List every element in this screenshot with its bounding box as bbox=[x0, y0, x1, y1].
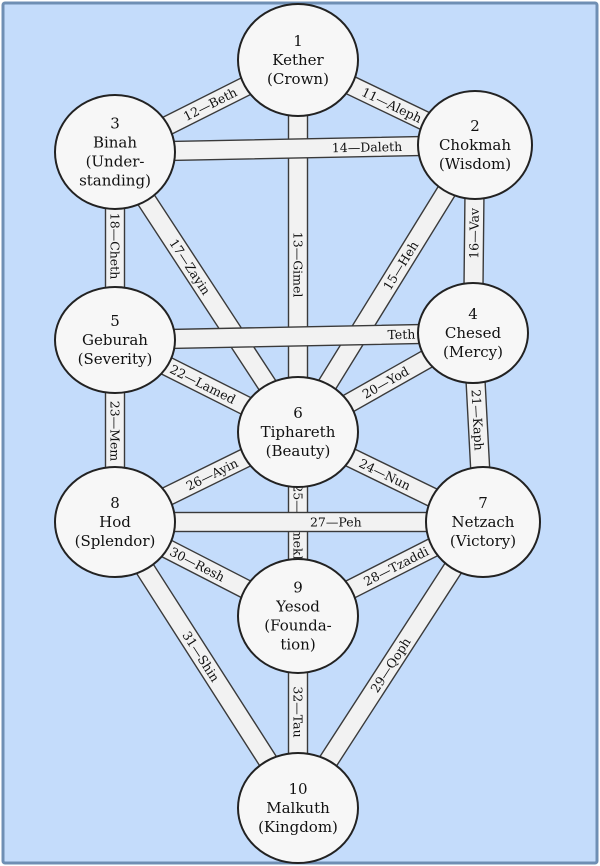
sephirah-hod-name: (Splendor) bbox=[75, 532, 156, 550]
sephirah-malkuth-circle bbox=[237, 752, 359, 864]
sephirah-geburah-name: (Severity) bbox=[78, 350, 153, 368]
sephirah-yesod-name: tion) bbox=[280, 636, 315, 654]
sephirah-hod-name: Hod bbox=[99, 513, 131, 531]
sephirah-geburah-name: Geburah bbox=[82, 331, 148, 349]
sephirah-malkuth-name: (Kingdom) bbox=[258, 818, 338, 836]
path-32-label: 32—Tau bbox=[291, 686, 306, 737]
sephirah-chokmah-name: (Wisdom) bbox=[439, 155, 511, 173]
sephirah-yesod-number: 9 bbox=[293, 579, 303, 597]
sephirah-netzach-circle bbox=[425, 466, 541, 578]
sephirah-kether-circle bbox=[237, 3, 359, 117]
sephirah-kether-name: Kether bbox=[272, 51, 324, 69]
sephirah-chokmah-circle bbox=[417, 90, 533, 200]
path-23-label: 23—Mem bbox=[108, 401, 123, 462]
sephirah-binah-name: standing) bbox=[79, 172, 151, 190]
sephirah-tiphareth-number: 6 bbox=[293, 404, 303, 422]
sephirah-hod-circle bbox=[54, 466, 176, 578]
sephirah-chokmah-name: Chokmah bbox=[439, 136, 511, 154]
path-16-label: 16—Vav bbox=[466, 207, 482, 259]
sephirah-tiphareth-name: Tiphareth bbox=[261, 423, 336, 441]
sephirah-kether-name: (Crown) bbox=[267, 70, 329, 88]
sephirah-yesod-name: (Founda- bbox=[264, 617, 331, 635]
sephirah-binah-name: (Under- bbox=[86, 153, 145, 171]
sephirah-netzach-number: 7 bbox=[478, 494, 488, 512]
sephirah-geburah-circle bbox=[54, 286, 176, 394]
sephirah-chokmah-number: 2 bbox=[470, 117, 480, 135]
sephirah-chesed-circle bbox=[417, 282, 529, 384]
path-18-label: 18—Cheth bbox=[108, 213, 123, 280]
sephirah-netzach-name: (Victory) bbox=[450, 532, 516, 550]
sephirah-tiphareth-circle bbox=[237, 376, 359, 488]
sephirah-kether-number: 1 bbox=[293, 32, 303, 50]
sephirah-malkuth-number: 10 bbox=[288, 780, 307, 798]
path-27: 27—Peh bbox=[114, 511, 484, 533]
path-19-label: Teth bbox=[387, 327, 415, 343]
sephirah-yesod-circle bbox=[237, 558, 359, 674]
sephirah-malkuth-name: Malkuth bbox=[266, 799, 330, 817]
path-27-label: 27—Peh bbox=[310, 515, 362, 530]
sephirah-binah-name: Binah bbox=[93, 134, 137, 152]
sephirah-yesod-name: Yesod bbox=[275, 598, 320, 616]
path-21-label: 21—Kaph bbox=[468, 389, 486, 451]
sephirah-chesed-number: 4 bbox=[468, 305, 478, 323]
sephirah-netzach-name: Netzach bbox=[452, 513, 515, 531]
sephirah-geburah-number: 5 bbox=[110, 312, 120, 330]
path-14-label: 14—Daleth bbox=[332, 139, 403, 155]
sephirah-chesed-name: Chesed bbox=[445, 324, 502, 342]
sephirah-hod-number: 8 bbox=[110, 494, 120, 512]
path-13-label: 13—Gimel bbox=[291, 232, 306, 298]
sephirah-tiphareth-name: (Beauty) bbox=[266, 442, 331, 460]
sephirah-binah-circle bbox=[54, 94, 176, 210]
sephirah-chesed-name: (Mercy) bbox=[443, 343, 503, 361]
sephirah-binah-number: 3 bbox=[110, 115, 120, 133]
